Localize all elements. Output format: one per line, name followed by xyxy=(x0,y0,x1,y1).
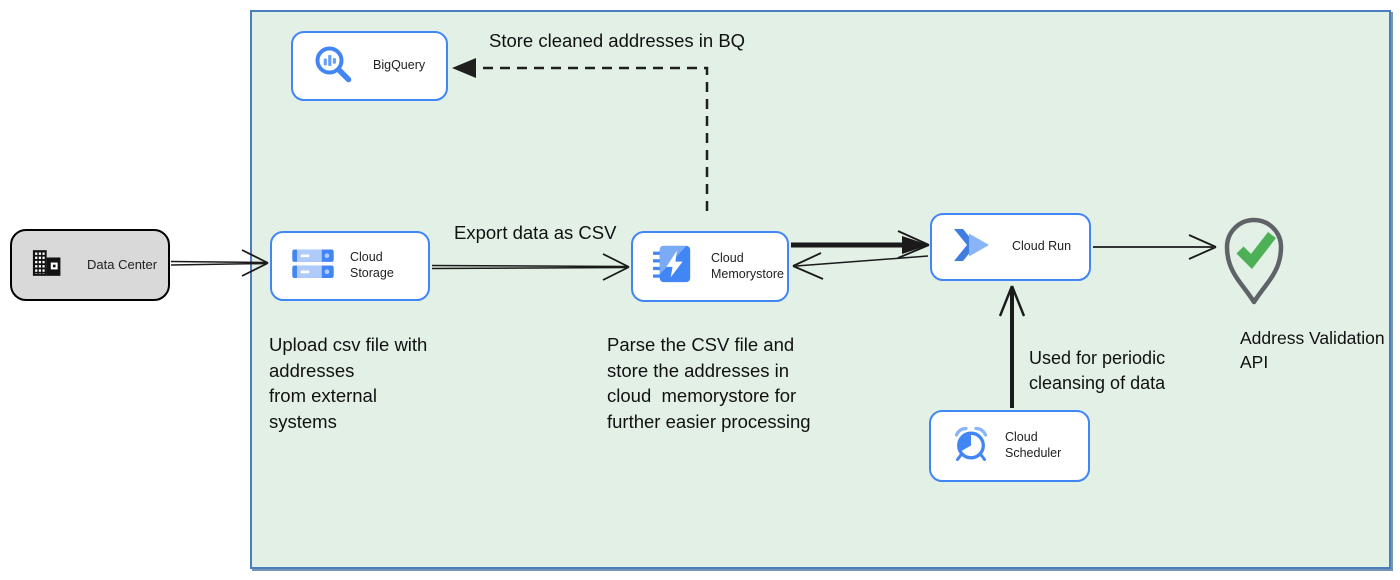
gcp-boundary-zone xyxy=(250,10,1391,569)
node-label: Cloud Memorystore xyxy=(711,250,784,281)
node-address-validation-api xyxy=(1219,210,1289,306)
node-label: Cloud Run xyxy=(1012,239,1072,254)
node-cloud-storage: Cloud Storage xyxy=(270,231,430,301)
alarm-clock-icon xyxy=(951,424,991,469)
annotation-store-cleaned-addresses: Store cleaned addresses in BQ xyxy=(489,30,746,51)
node-data-center: Data Center xyxy=(10,229,170,301)
memorystore-chip-bolt-icon xyxy=(653,244,695,289)
annotation-periodic-cleansing: Used for periodic cleansing of data xyxy=(1029,348,1166,393)
node-label: Data Center xyxy=(87,256,158,272)
annotation-parse-csv: Parse the CSV file and store the address… xyxy=(607,334,811,432)
storage-buckets-icon xyxy=(292,249,334,284)
bigquery-magnifier-chart-icon xyxy=(313,44,353,89)
building-icon xyxy=(32,248,65,283)
annotation-upload-csv: Upload csv file with addresses from exte… xyxy=(269,334,428,432)
node-label: BigQuery xyxy=(373,58,426,73)
node-cloud-scheduler: Cloud Scheduler xyxy=(929,410,1090,482)
node-bigquery: BigQuery xyxy=(291,31,448,101)
cloud-run-chevrons-icon xyxy=(952,228,992,267)
node-cloud-run: Cloud Run xyxy=(930,213,1091,281)
map-pin-checkmark-icon xyxy=(1219,217,1289,310)
node-cloud-memorystore: Cloud Memorystore xyxy=(631,231,789,302)
node-label: Cloud Storage xyxy=(350,250,394,280)
annotation-export-data-as-csv: Export data as CSV xyxy=(454,222,617,243)
node-label: Cloud Scheduler xyxy=(1005,430,1062,460)
label-address-validation-api: Address Validation API xyxy=(1240,328,1385,372)
